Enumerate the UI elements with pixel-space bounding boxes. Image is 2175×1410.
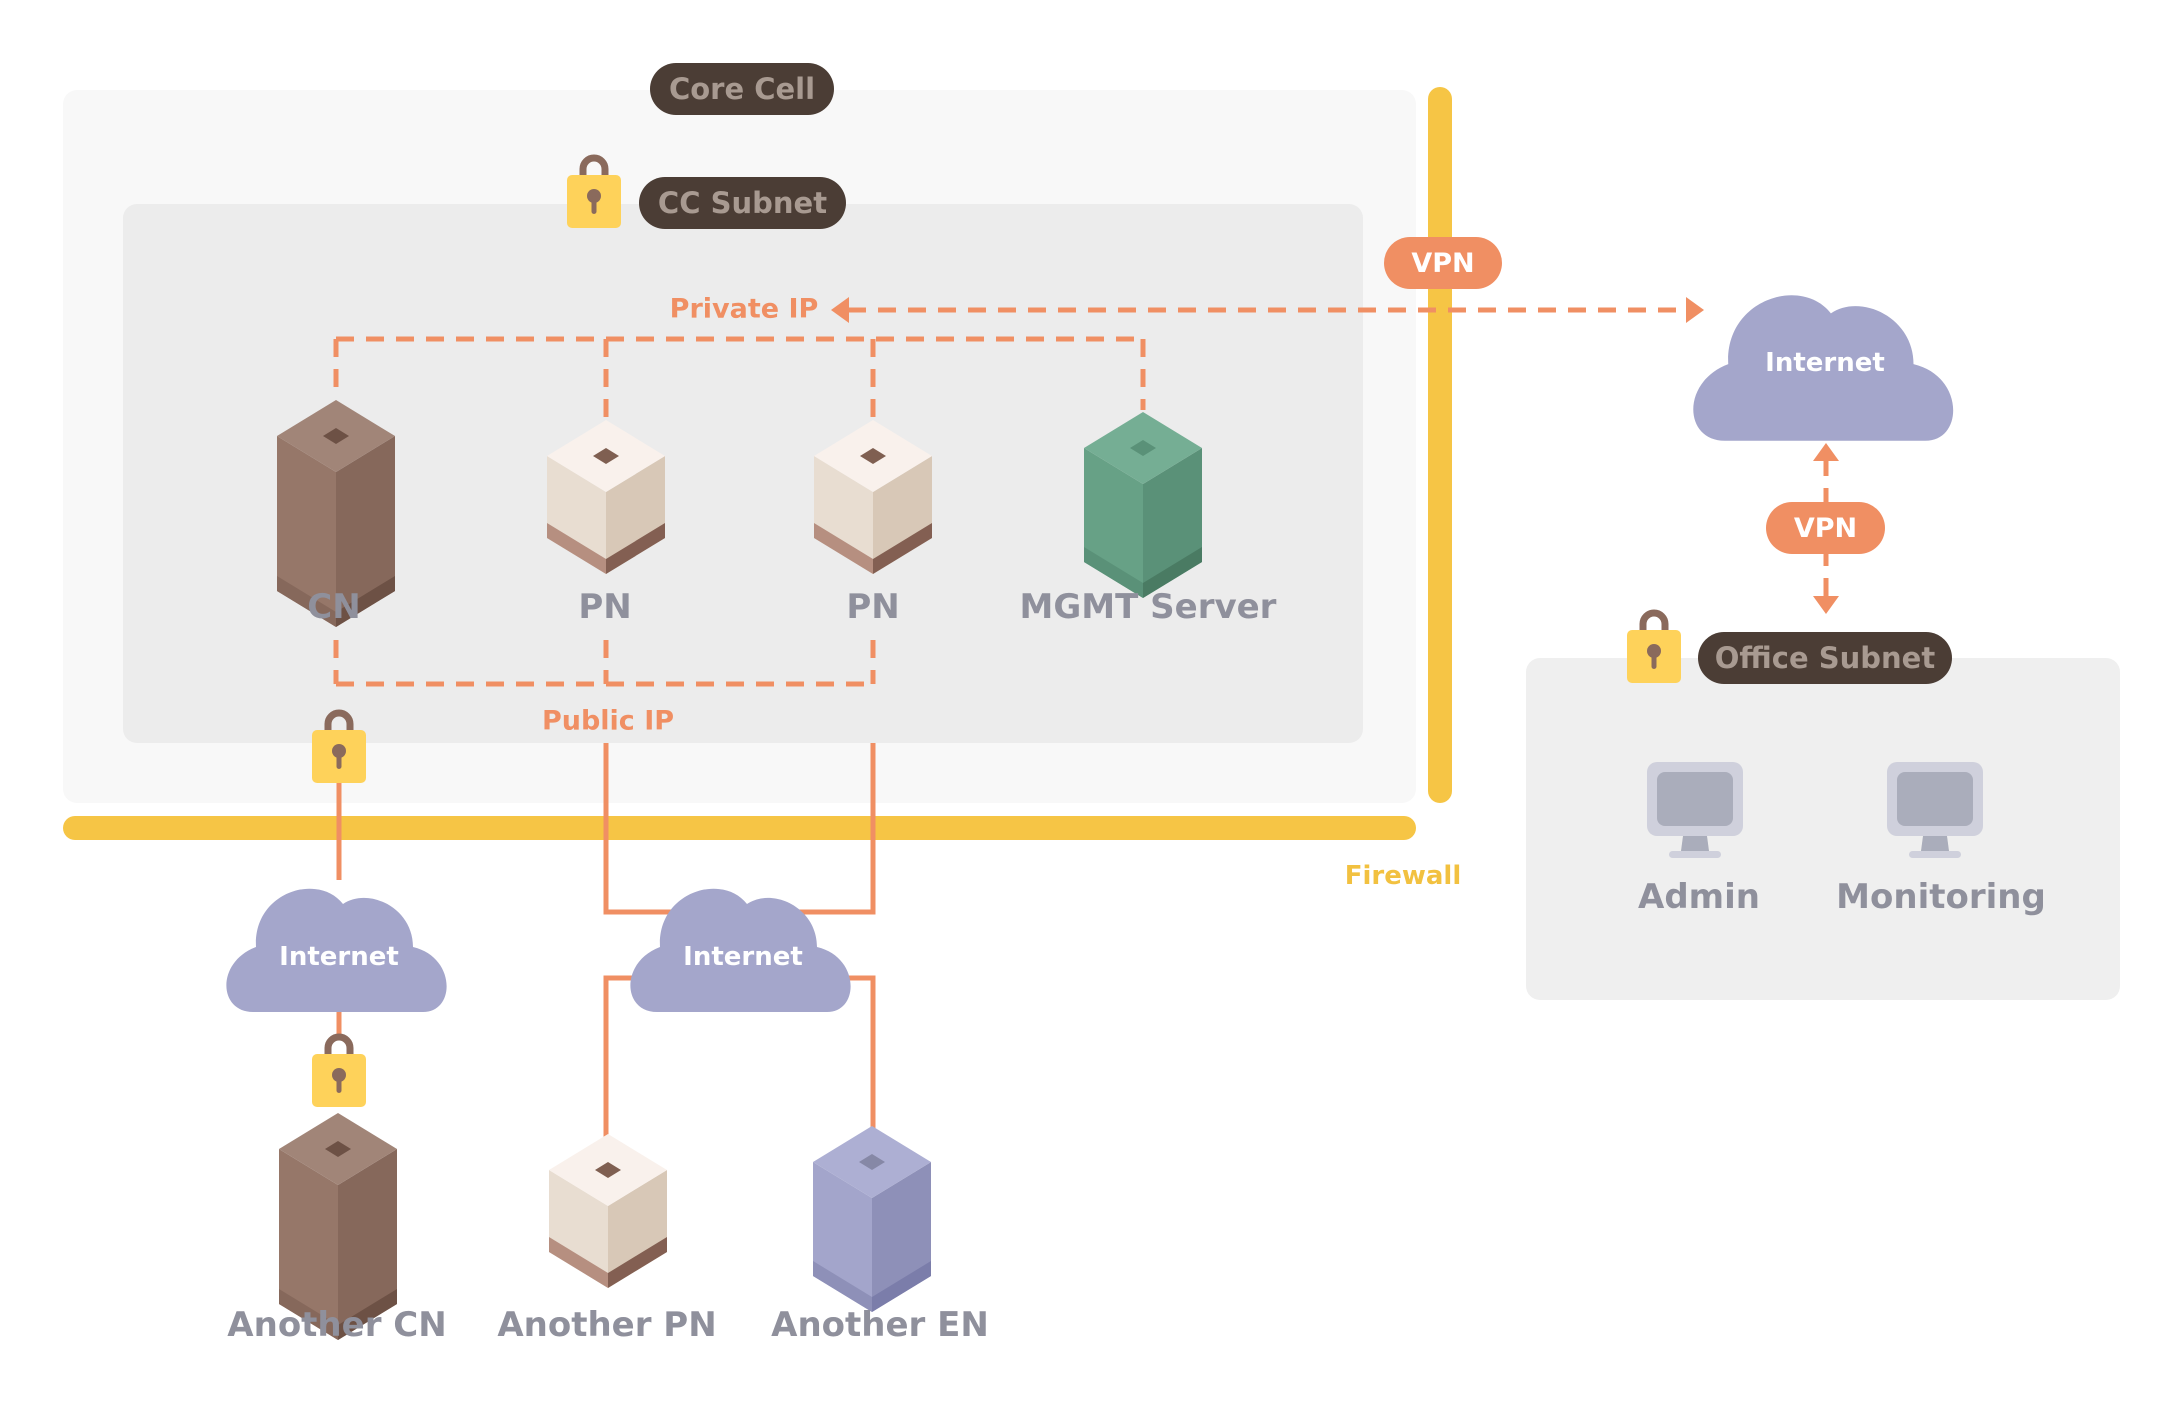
indicator-icon (325, 1141, 351, 1157)
private-ip-links (333, 307, 1686, 418)
office-vpn-arrow-down-icon (1813, 596, 1839, 614)
admin-monitor-icon (1647, 762, 1743, 858)
office-subnet-zone (1526, 658, 2120, 1000)
node-label-monitoring: Monitoring (1836, 877, 2046, 917)
public-ip-links (333, 640, 876, 687)
band-right (608, 1237, 667, 1288)
monitoring-monitor-icon (1887, 762, 1983, 858)
band-left (813, 1261, 872, 1312)
node-label-another-pn: Another PN (497, 1305, 717, 1345)
band-left (1084, 547, 1143, 598)
indicator-icon (1130, 440, 1156, 456)
band-left (547, 523, 606, 574)
vpn-badge-office: VPN (1766, 502, 1885, 554)
band-left (277, 576, 336, 627)
node-another-pn-icon[interactable] (549, 1134, 667, 1288)
node-label-another-cn: Another CN (227, 1305, 447, 1345)
private-ip-label: Private IP (669, 293, 819, 325)
indicator-icon (859, 1154, 885, 1170)
node-cn-icon[interactable] (277, 400, 395, 627)
node-label-admin: Admin (1638, 877, 1760, 917)
indicator-icon (860, 448, 886, 464)
node-another-cn-icon[interactable] (279, 1113, 397, 1340)
vpn-badge-firewall: VPN (1384, 237, 1502, 289)
lock-icon-another-cn (312, 1037, 366, 1107)
right-face (338, 1149, 397, 1340)
core-cell-label: Core Cell (650, 63, 834, 115)
band-right (872, 1261, 931, 1312)
public-ip-label: Public IP (541, 705, 675, 737)
node-label-cn: CN (307, 587, 361, 627)
lock-icon-cn-public (312, 713, 366, 783)
office-vpn-arrow-up-icon (1813, 443, 1839, 461)
node-pn1-icon[interactable] (547, 420, 665, 574)
cloud-label-pn: Internet (683, 942, 803, 972)
band-left (279, 1289, 338, 1340)
private-ip-arrow-left-icon (831, 297, 849, 323)
office-subnet-label: Office Subnet (1698, 632, 1952, 684)
node-label-pn2: PN (846, 587, 900, 627)
node-mgmt-icon[interactable] (1084, 412, 1202, 598)
node-label-another-en: Another EN (771, 1305, 989, 1345)
band-left (549, 1237, 608, 1288)
indicator-icon (593, 448, 619, 464)
cloud-label-remote: Internet (1765, 348, 1885, 378)
cloud-label-cn: Internet (279, 942, 399, 972)
band-right (1143, 547, 1202, 598)
left-face (277, 436, 336, 627)
band-left (814, 523, 873, 574)
band-right (873, 523, 932, 574)
node-pn2-icon[interactable] (814, 420, 932, 574)
band-right (338, 1289, 397, 1340)
lock-icon-office-subnet (1627, 613, 1681, 683)
right-face (336, 436, 395, 627)
left-face (279, 1149, 338, 1340)
lock-icon-cc-subnet (567, 158, 621, 228)
band-right (606, 523, 665, 574)
node-another-en-icon[interactable] (813, 1126, 931, 1312)
node-label-pn1: PN (578, 587, 632, 627)
indicator-icon (595, 1162, 621, 1178)
indicator-icon (323, 428, 349, 444)
private-ip-arrow-right-icon (1686, 297, 1704, 323)
cc-subnet-label: CC Subnet (639, 177, 846, 229)
band-right (336, 576, 395, 627)
firewall-label: Firewall (1344, 861, 1462, 891)
node-label-mgmt: MGMT Server (1019, 587, 1277, 627)
